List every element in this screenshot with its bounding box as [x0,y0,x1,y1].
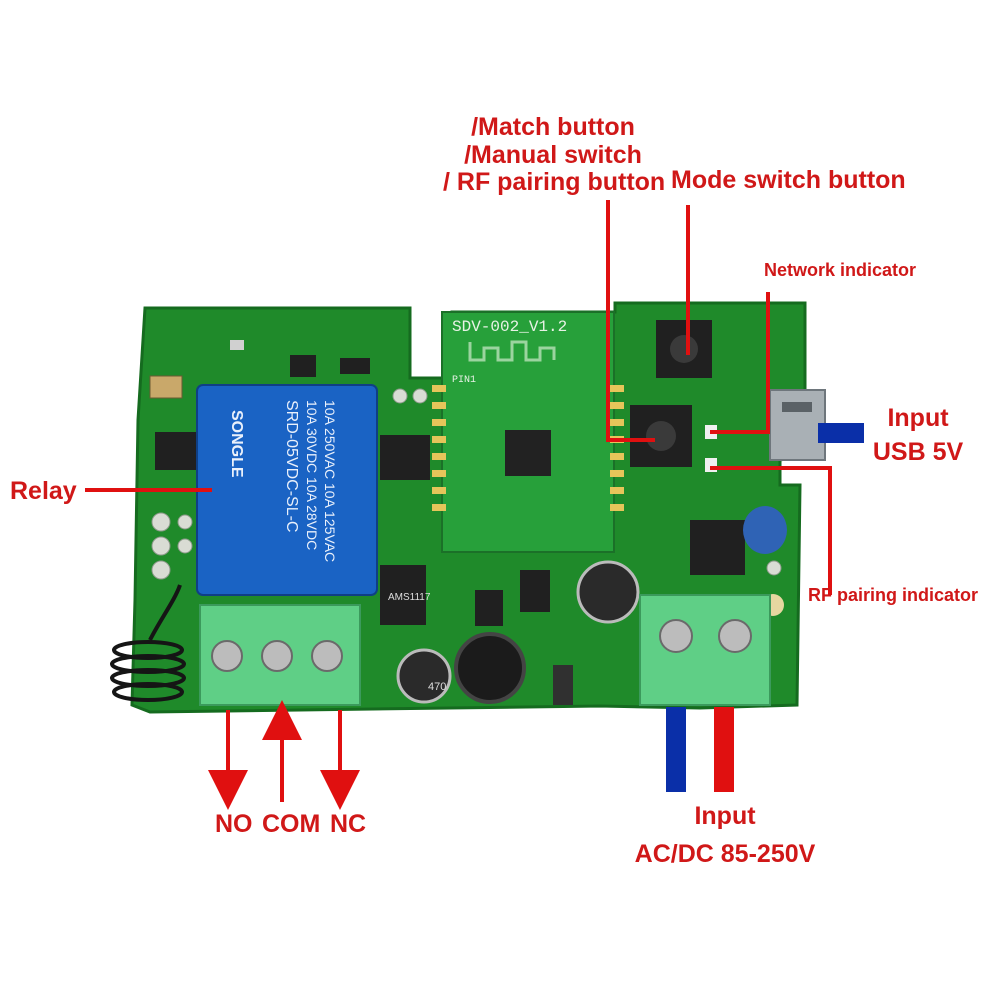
network-pointer [710,292,770,434]
module-label: SDV-002_V1.2 [452,318,567,336]
no-label: NO [215,810,253,838]
mode-switch-button[interactable] [656,320,712,378]
usb-wire [818,423,864,443]
relay-label: Relay [10,477,77,505]
com-label: COM [262,810,321,838]
relay-rating-1: 10A 250VAC 10A 125VAC [322,400,338,562]
rf-pairing-indicator-label: RF pairing indicator [808,585,979,605]
mode-switch-label: Mode switch button [671,166,906,194]
match-label-line2: /Manual switch [464,140,642,169]
ac-wire-blue [666,707,686,792]
network-indicator-label: Network indicator [764,260,917,280]
wires [666,423,864,792]
pointer-lines [85,200,832,810]
wifi-module: SDV-002_V1.2 PIN1 [432,311,624,553]
nc-label: NC [330,810,367,838]
usb-port [769,389,826,461]
match-pointer [606,200,655,442]
relay-rating-2: 10A 30VDC 10A 28VDC [304,400,320,550]
power-terminal-block [639,594,771,706]
input-ac-label: Input AC/DC 85-250V [620,802,830,868]
match-label-line1: /Match button [471,113,635,141]
input-usb-line1: Input [887,404,949,432]
input-usb-line2: USB 5V [872,437,964,466]
input-usb-label: Input USB 5V [868,404,968,466]
relay-model: SRD-05VDC-SL-C [283,400,300,532]
rf-pointer [710,466,832,595]
relay: SONGLE 10A 250VAC 10A 125VAC 10A 30VDC 1… [196,384,378,596]
input-ac-line1: Input [694,802,756,830]
capacitors: 470 [396,506,787,704]
match-label-line3: / RF pairing button [443,168,666,196]
relay-terminal-block [199,604,361,706]
regulator-label: AMS1117 [388,592,431,603]
input-ac-line2: AC/DC 85-250V [634,839,816,868]
relay-brand: SONGLE [228,410,245,478]
cap-label: 470 [428,681,446,693]
pin-label: PIN1 [452,375,476,386]
ac-wire-red [714,707,734,792]
match-button-label: /Match button /Manual switch / RF pairin… [443,113,666,197]
match-button[interactable] [630,405,692,467]
